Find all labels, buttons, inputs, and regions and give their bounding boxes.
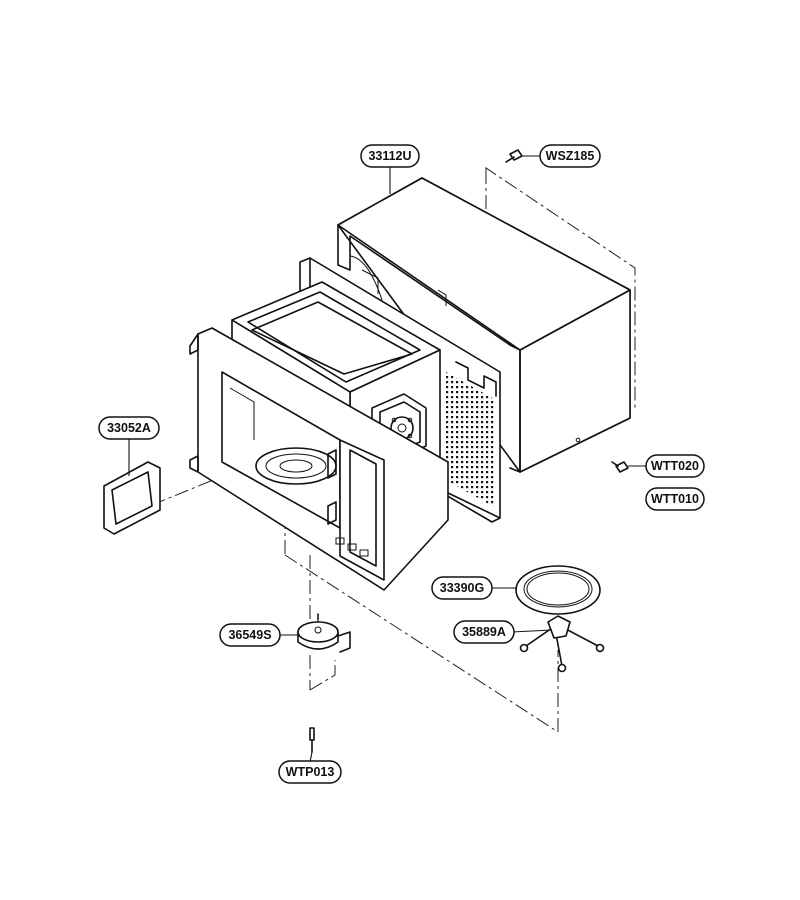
callout-waveguide-cover-text: 33052A	[107, 421, 151, 435]
glass-tray[interactable]	[515, 565, 601, 615]
callout-screw-top-text: WSZ185	[546, 149, 595, 163]
callout-screw-motor-text: WTP013	[286, 765, 335, 779]
callout-turntable-motor: 36549S	[219, 623, 281, 647]
screw-motor[interactable]	[309, 727, 315, 753]
callout-screw-motor: WTP013	[278, 760, 342, 784]
callout-glass-tray-text: 33390G	[440, 581, 484, 595]
assembly-lines	[151, 167, 636, 733]
callout-screw-side-b-text: WTT010	[651, 492, 699, 506]
callout-cabinet-text: 33112U	[368, 149, 411, 163]
outer-cabinet[interactable]	[337, 177, 631, 473]
callout-screw-side-a-text: WTT020	[651, 459, 699, 473]
callout-screw-side-b: WTT010	[645, 487, 705, 511]
callout-roller-ring-text: 35889A	[462, 625, 506, 639]
callout-turntable-motor-text: 36549S	[228, 628, 271, 642]
screw-side[interactable]	[611, 461, 629, 473]
roller-ring[interactable]	[519, 615, 605, 673]
waveguide-cover[interactable]	[103, 461, 161, 535]
turntable-motor[interactable]	[297, 613, 351, 653]
callout-screw-top: WSZ185	[539, 144, 601, 168]
front-frame[interactable]	[189, 327, 449, 591]
screw-top[interactable]	[505, 149, 523, 163]
callout-roller-ring: 35889A	[453, 620, 515, 644]
callout-cabinet: 33112U	[360, 144, 420, 168]
leader-lines	[128, 155, 646, 763]
callout-glass-tray: 33390G	[431, 576, 493, 600]
callout-waveguide-cover: 33052A	[98, 416, 160, 440]
callout-screw-side-a: WTT020	[645, 454, 705, 478]
